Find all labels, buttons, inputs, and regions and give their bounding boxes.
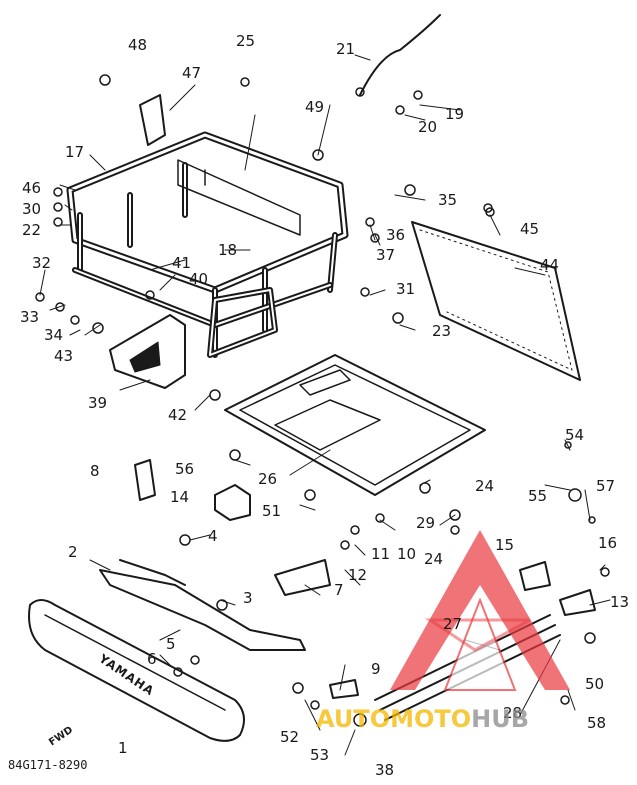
part-label-40: 40 — [189, 270, 209, 288]
front-bumper — [28, 599, 245, 742]
part-label-16: 16 — [598, 534, 618, 552]
part-label-12: 12 — [348, 566, 368, 584]
part-label-52: 52 — [280, 728, 300, 746]
side-bracket — [109, 314, 186, 389]
part-label-58: 58 — [587, 714, 607, 732]
carrier-rack — [66, 131, 349, 358]
part-label-10: 10 — [397, 545, 417, 563]
cable-21 — [359, 14, 441, 96]
fasteners — [35, 74, 610, 727]
part-label-5: 5 — [166, 635, 176, 653]
bracket-15 — [519, 561, 551, 591]
part-label-46: 46 — [22, 179, 42, 197]
bracket-13 — [559, 589, 596, 616]
part-label-9: 9 — [371, 660, 381, 678]
part-label-54: 54 — [565, 426, 585, 444]
part-label-41: 41 — [172, 254, 192, 272]
part-label-11: 11 — [371, 545, 391, 563]
bumper-brace — [99, 559, 306, 651]
part-label-25: 25 — [236, 32, 256, 50]
part-label-20: 20 — [418, 118, 438, 136]
part-label-42: 42 — [168, 406, 188, 424]
part-label-13: 13 — [610, 593, 630, 611]
part-label-55: 55 — [528, 487, 548, 505]
part-label-22: 22 — [22, 221, 42, 239]
floor-board — [224, 354, 486, 496]
part-label-36: 36 — [386, 226, 406, 244]
part-label-31: 31 — [396, 280, 416, 298]
part-label-56: 56 — [175, 460, 195, 478]
part-label-50: 50 — [585, 675, 605, 693]
watermark-text: AUTOMOTOHUB — [316, 707, 529, 731]
part-label-45: 45 — [520, 220, 540, 238]
part-label-29: 29 — [416, 514, 436, 532]
part-label-47: 47 — [182, 64, 202, 82]
part-label-53: 53 — [310, 746, 330, 764]
part-label-48: 48 — [128, 36, 148, 54]
part-label-3: 3 — [243, 589, 253, 607]
bracket-47 — [139, 94, 166, 146]
part-label-43: 43 — [54, 347, 74, 365]
clamp-9 — [329, 679, 359, 699]
part-label-27: 27 — [443, 615, 463, 633]
side-panel — [411, 221, 581, 381]
part-label-4: 4 — [208, 527, 218, 545]
part-label-24: 24 — [475, 477, 495, 495]
part-label-2: 2 — [68, 543, 78, 561]
watermark-logo — [390, 530, 570, 691]
part-label-1: 1 — [118, 739, 128, 757]
part-label-35: 35 — [438, 191, 458, 209]
part-label-39: 39 — [88, 394, 108, 412]
part-label-6: 6 — [147, 650, 157, 668]
part-label-57: 57 — [596, 477, 616, 495]
leader-lines — [39, 54, 611, 756]
part-label-23: 23 — [432, 322, 452, 340]
part-label-38: 38 — [375, 761, 395, 779]
bracket-7 — [274, 559, 331, 596]
part-label-26: 26 — [258, 470, 278, 488]
bracket-14 — [214, 484, 251, 521]
watermark-automoto: AUTOMOTO — [316, 705, 472, 733]
watermark-hub: HUB — [471, 705, 530, 733]
part-label-19: 19 — [445, 105, 465, 123]
part-label-51: 51 — [262, 502, 282, 520]
part-label-14: 14 — [170, 488, 190, 506]
part-label-28: 28 — [503, 704, 523, 722]
part-label-8: 8 — [90, 462, 100, 480]
part-label-37: 37 — [376, 246, 396, 264]
part-label-17: 17 — [65, 143, 85, 161]
part-label-15: 15 — [495, 536, 515, 554]
part-label-18: 18 — [218, 241, 238, 259]
part-label-21: 21 — [336, 40, 356, 58]
part-label-49: 49 — [305, 98, 325, 116]
part-label-30: 30 — [22, 200, 42, 218]
drawing-code: 84G171-8290 — [8, 758, 88, 772]
bracket-8 — [134, 459, 156, 501]
part-label-24b: 24 — [424, 550, 444, 568]
part-label-32: 32 — [32, 254, 52, 272]
part-label-7: 7 — [334, 581, 344, 599]
part-label-33: 33 — [20, 308, 40, 326]
part-label-44: 44 — [540, 256, 560, 274]
part-label-34: 34 — [44, 326, 64, 344]
